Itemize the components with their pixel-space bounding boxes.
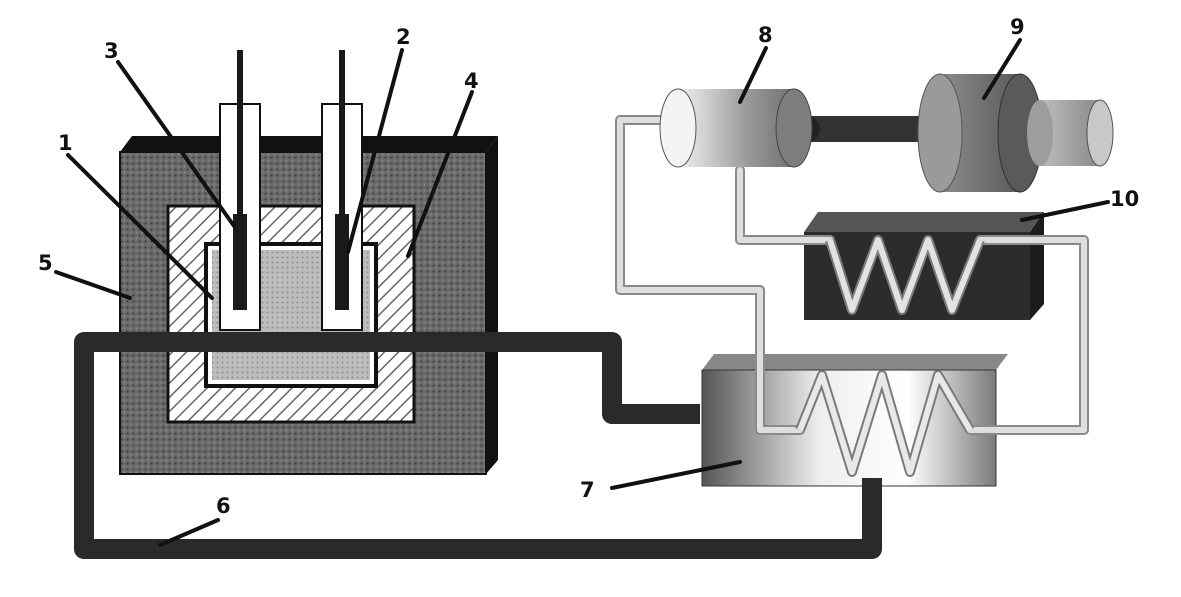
leader-10 bbox=[1020, 200, 1110, 222]
label-7: 7 bbox=[580, 478, 595, 502]
leader-8 bbox=[738, 46, 768, 104]
label-5: 5 bbox=[38, 251, 53, 275]
leader-3 bbox=[116, 60, 236, 228]
label-4: 4 bbox=[464, 69, 479, 93]
leader-1 bbox=[66, 153, 214, 300]
exchanger-coil bbox=[795, 370, 975, 477]
label-8: 8 bbox=[758, 23, 773, 47]
leader-7 bbox=[610, 460, 742, 490]
heater-coil bbox=[825, 235, 985, 315]
electrode-3 bbox=[219, 50, 261, 331]
leader-6 bbox=[158, 518, 220, 547]
leader-4 bbox=[406, 90, 474, 258]
compressor-motor bbox=[659, 73, 1114, 193]
label-6: 6 bbox=[216, 494, 231, 518]
light-gas-loop bbox=[615, 115, 1089, 435]
leader-5 bbox=[54, 270, 132, 300]
label-2: 2 bbox=[396, 25, 411, 49]
electrode-2 bbox=[321, 50, 363, 331]
label-3: 3 bbox=[104, 39, 119, 63]
leader-2 bbox=[346, 48, 404, 254]
dark-pipe-loop bbox=[74, 332, 882, 559]
label-9: 9 bbox=[1010, 15, 1025, 39]
leader-9 bbox=[982, 38, 1022, 100]
label-1: 1 bbox=[58, 131, 73, 155]
label-10: 10 bbox=[1110, 187, 1139, 211]
